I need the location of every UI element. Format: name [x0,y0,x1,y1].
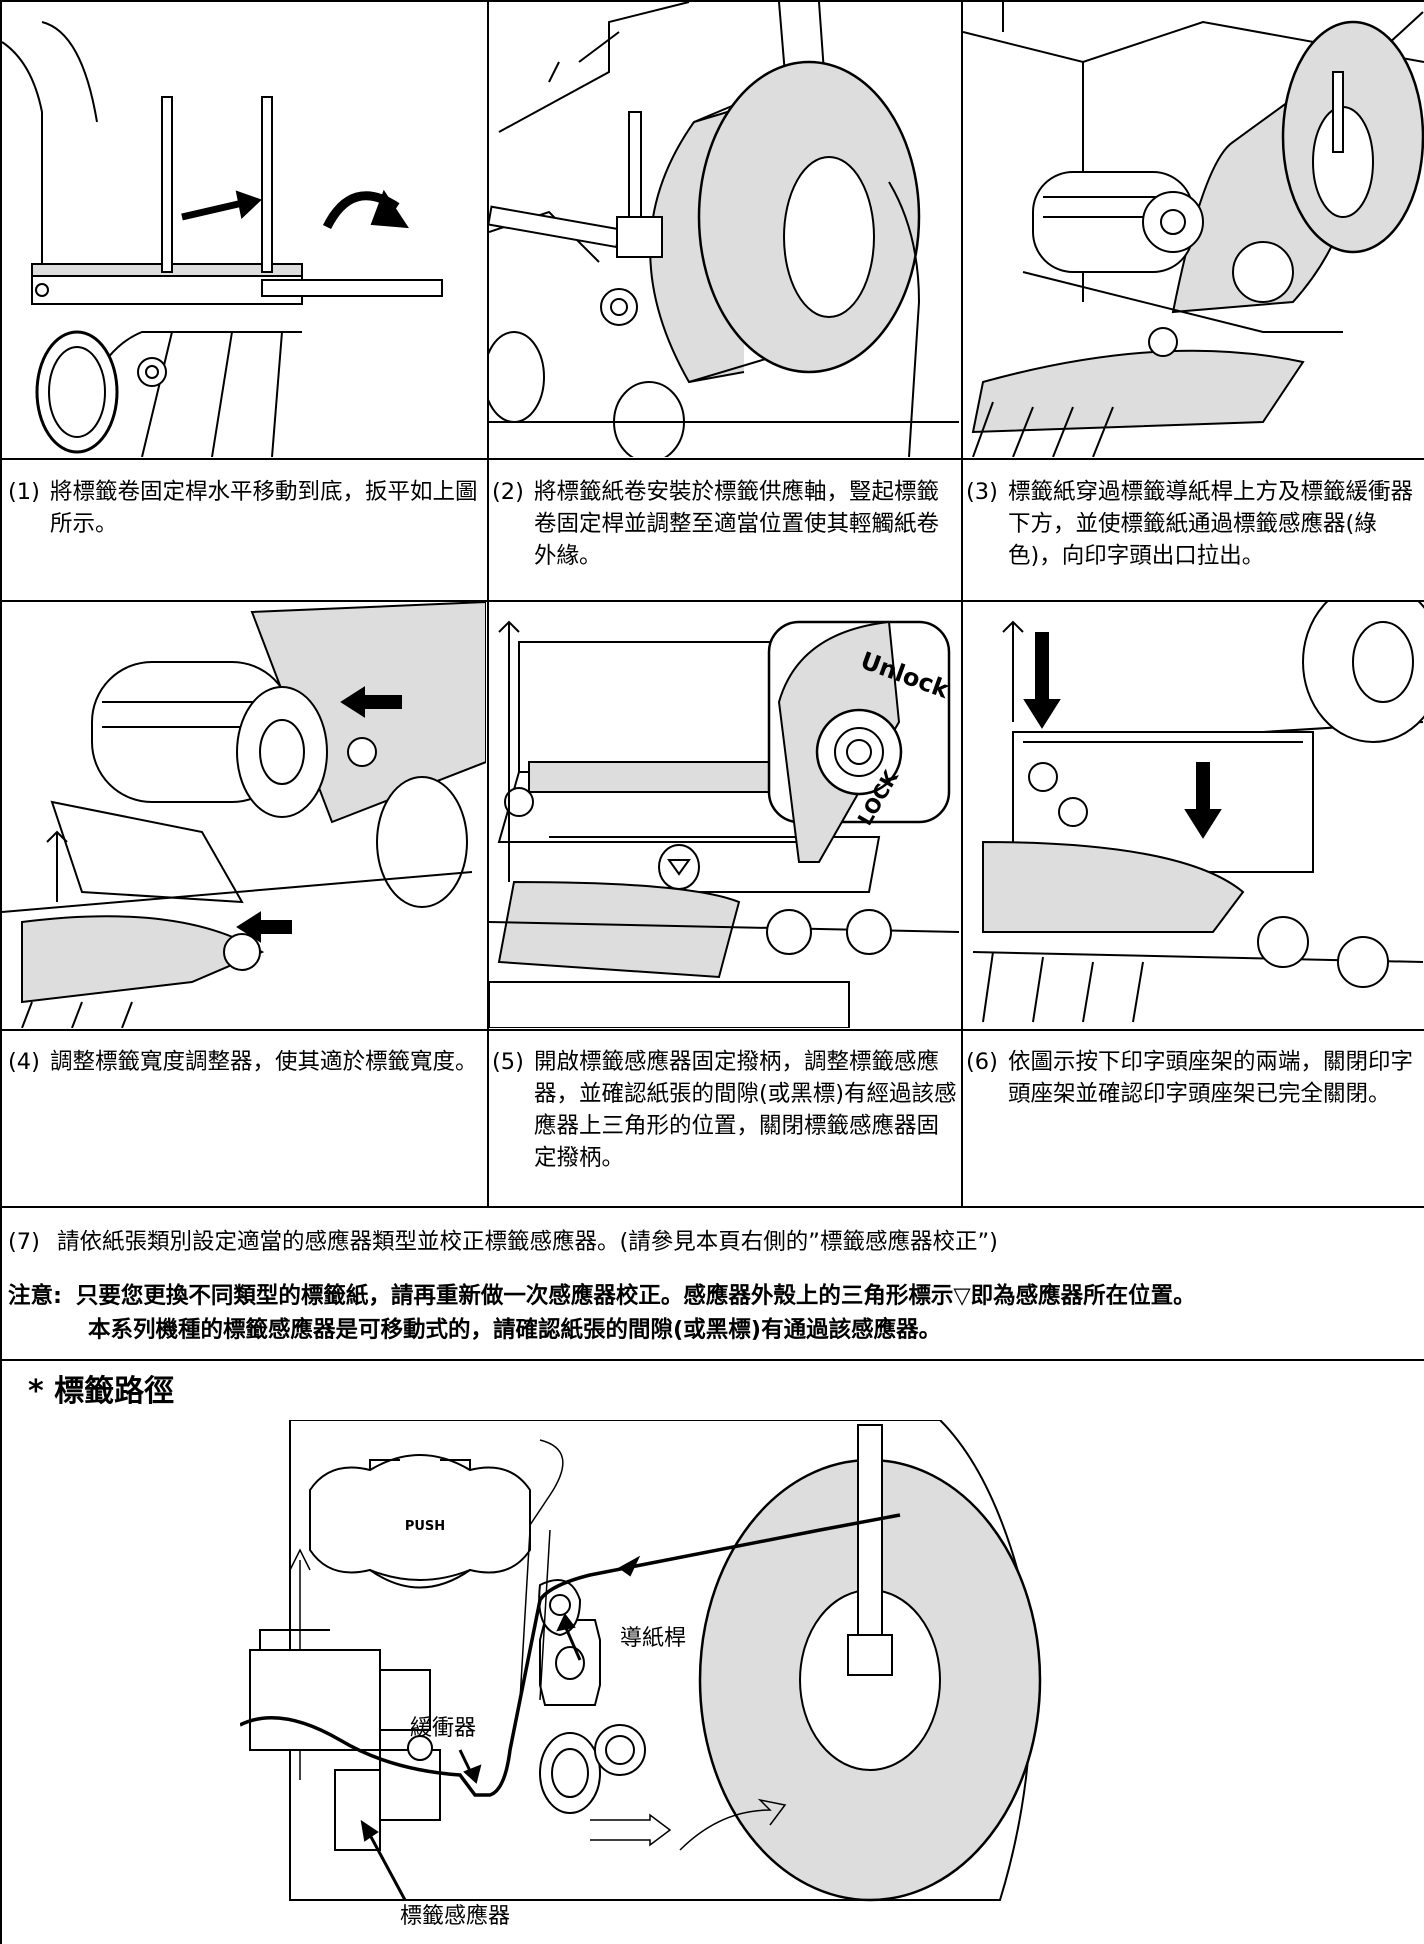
step-number: (4) [8,1049,40,1075]
rule-col1 [487,0,489,1206]
path-section-title: * 標籤路徑 [28,1374,175,1409]
guide-bar-label: 導紙桿 [620,1626,687,1651]
note-text: 只要您更換不同類型的標籤紙，請再重新做一次感應器校正。感應器外殼上的三角形標示▽… [75,1283,1196,1309]
figure-step-3 [963,2,1424,457]
step-text: 依圖示按下印字頭座架的兩端，關閉印字頭座架並確認印字頭座架已完全關閉。 [1008,1049,1414,1107]
figure-step-4 [2,602,486,1028]
step-text: 請依紙張類別設定適當的感應器類型並校正標籤感應器。(請參見本頁右側的”標籤感應器… [57,1229,998,1255]
step-number: (5) [492,1049,524,1075]
step-number: (1) [8,479,40,505]
rule-row2-top [0,600,1424,602]
step-7: (7) 請依紙張類別設定適當的感應器類型並校正標籤感應器。(請參見本頁右側的”標… [8,1226,1418,1258]
note-label: 注意: [8,1283,62,1309]
rule-col2 [961,0,963,1206]
step-number: (3) [966,479,998,505]
rule-top [0,0,1424,2]
step-number: (6) [966,1049,998,1075]
step-text: 調整標籤寬度調整器，使其適於標籤寬度。 [50,1049,478,1075]
rule-row3-bottom [0,1029,1424,1031]
step-text: 將標籤紙卷安裝於標籤供應軸，豎起標籤卷固定桿並調整至適當位置使其輕觸紙卷外緣。 [534,479,940,569]
step-text: 開啟標籤感應器固定撥柄，調整標籤感應器，並確認紙張的間隙(或黑標)有經過該感應器… [534,1049,957,1171]
note-line-2: 本系列機種的標籤感應器是可移動式的，請確認紙張的間隙(或黑標)有通過該感應器。 [88,1314,1418,1346]
rule-note-bottom [0,1359,1424,1361]
step-text: 將標籤卷固定桿水平移動到底，扳平如上圖所示。 [50,479,478,537]
figure-step-2 [489,2,960,457]
push-label: PUSH [405,1519,445,1534]
step-number: (7) [8,1229,40,1255]
note-line-1: 注意: 只要您更換不同類型的標籤紙，請再重新做一次感應器校正。感應器外殼上的三角… [8,1280,1422,1312]
buffer-label: 緩衝器 [410,1716,477,1741]
step-text: 標籤紙穿過標籤導紙桿上方及標籤緩衝器下方，並使標籤紙通過標籤感應器(綠色)，向印… [1008,479,1414,569]
label-path-diagram: PUSH [240,1420,1224,1932]
figure-step-5: Unlock LOCK [489,602,960,1028]
note-text: 本系列機種的標籤感應器是可移動式的，請確認紙張的間隙(或黑標)有通過該感應器。 [88,1317,942,1343]
sensor-label: 標籤感應器 [400,1904,511,1929]
rule-steps-bottom [0,1206,1424,1208]
rule-row1-bottom [0,458,1424,460]
figure-step-6 [963,602,1424,1028]
step-number: (2) [492,479,524,505]
figure-step-1 [2,2,486,457]
rule-left [0,0,2,1944]
